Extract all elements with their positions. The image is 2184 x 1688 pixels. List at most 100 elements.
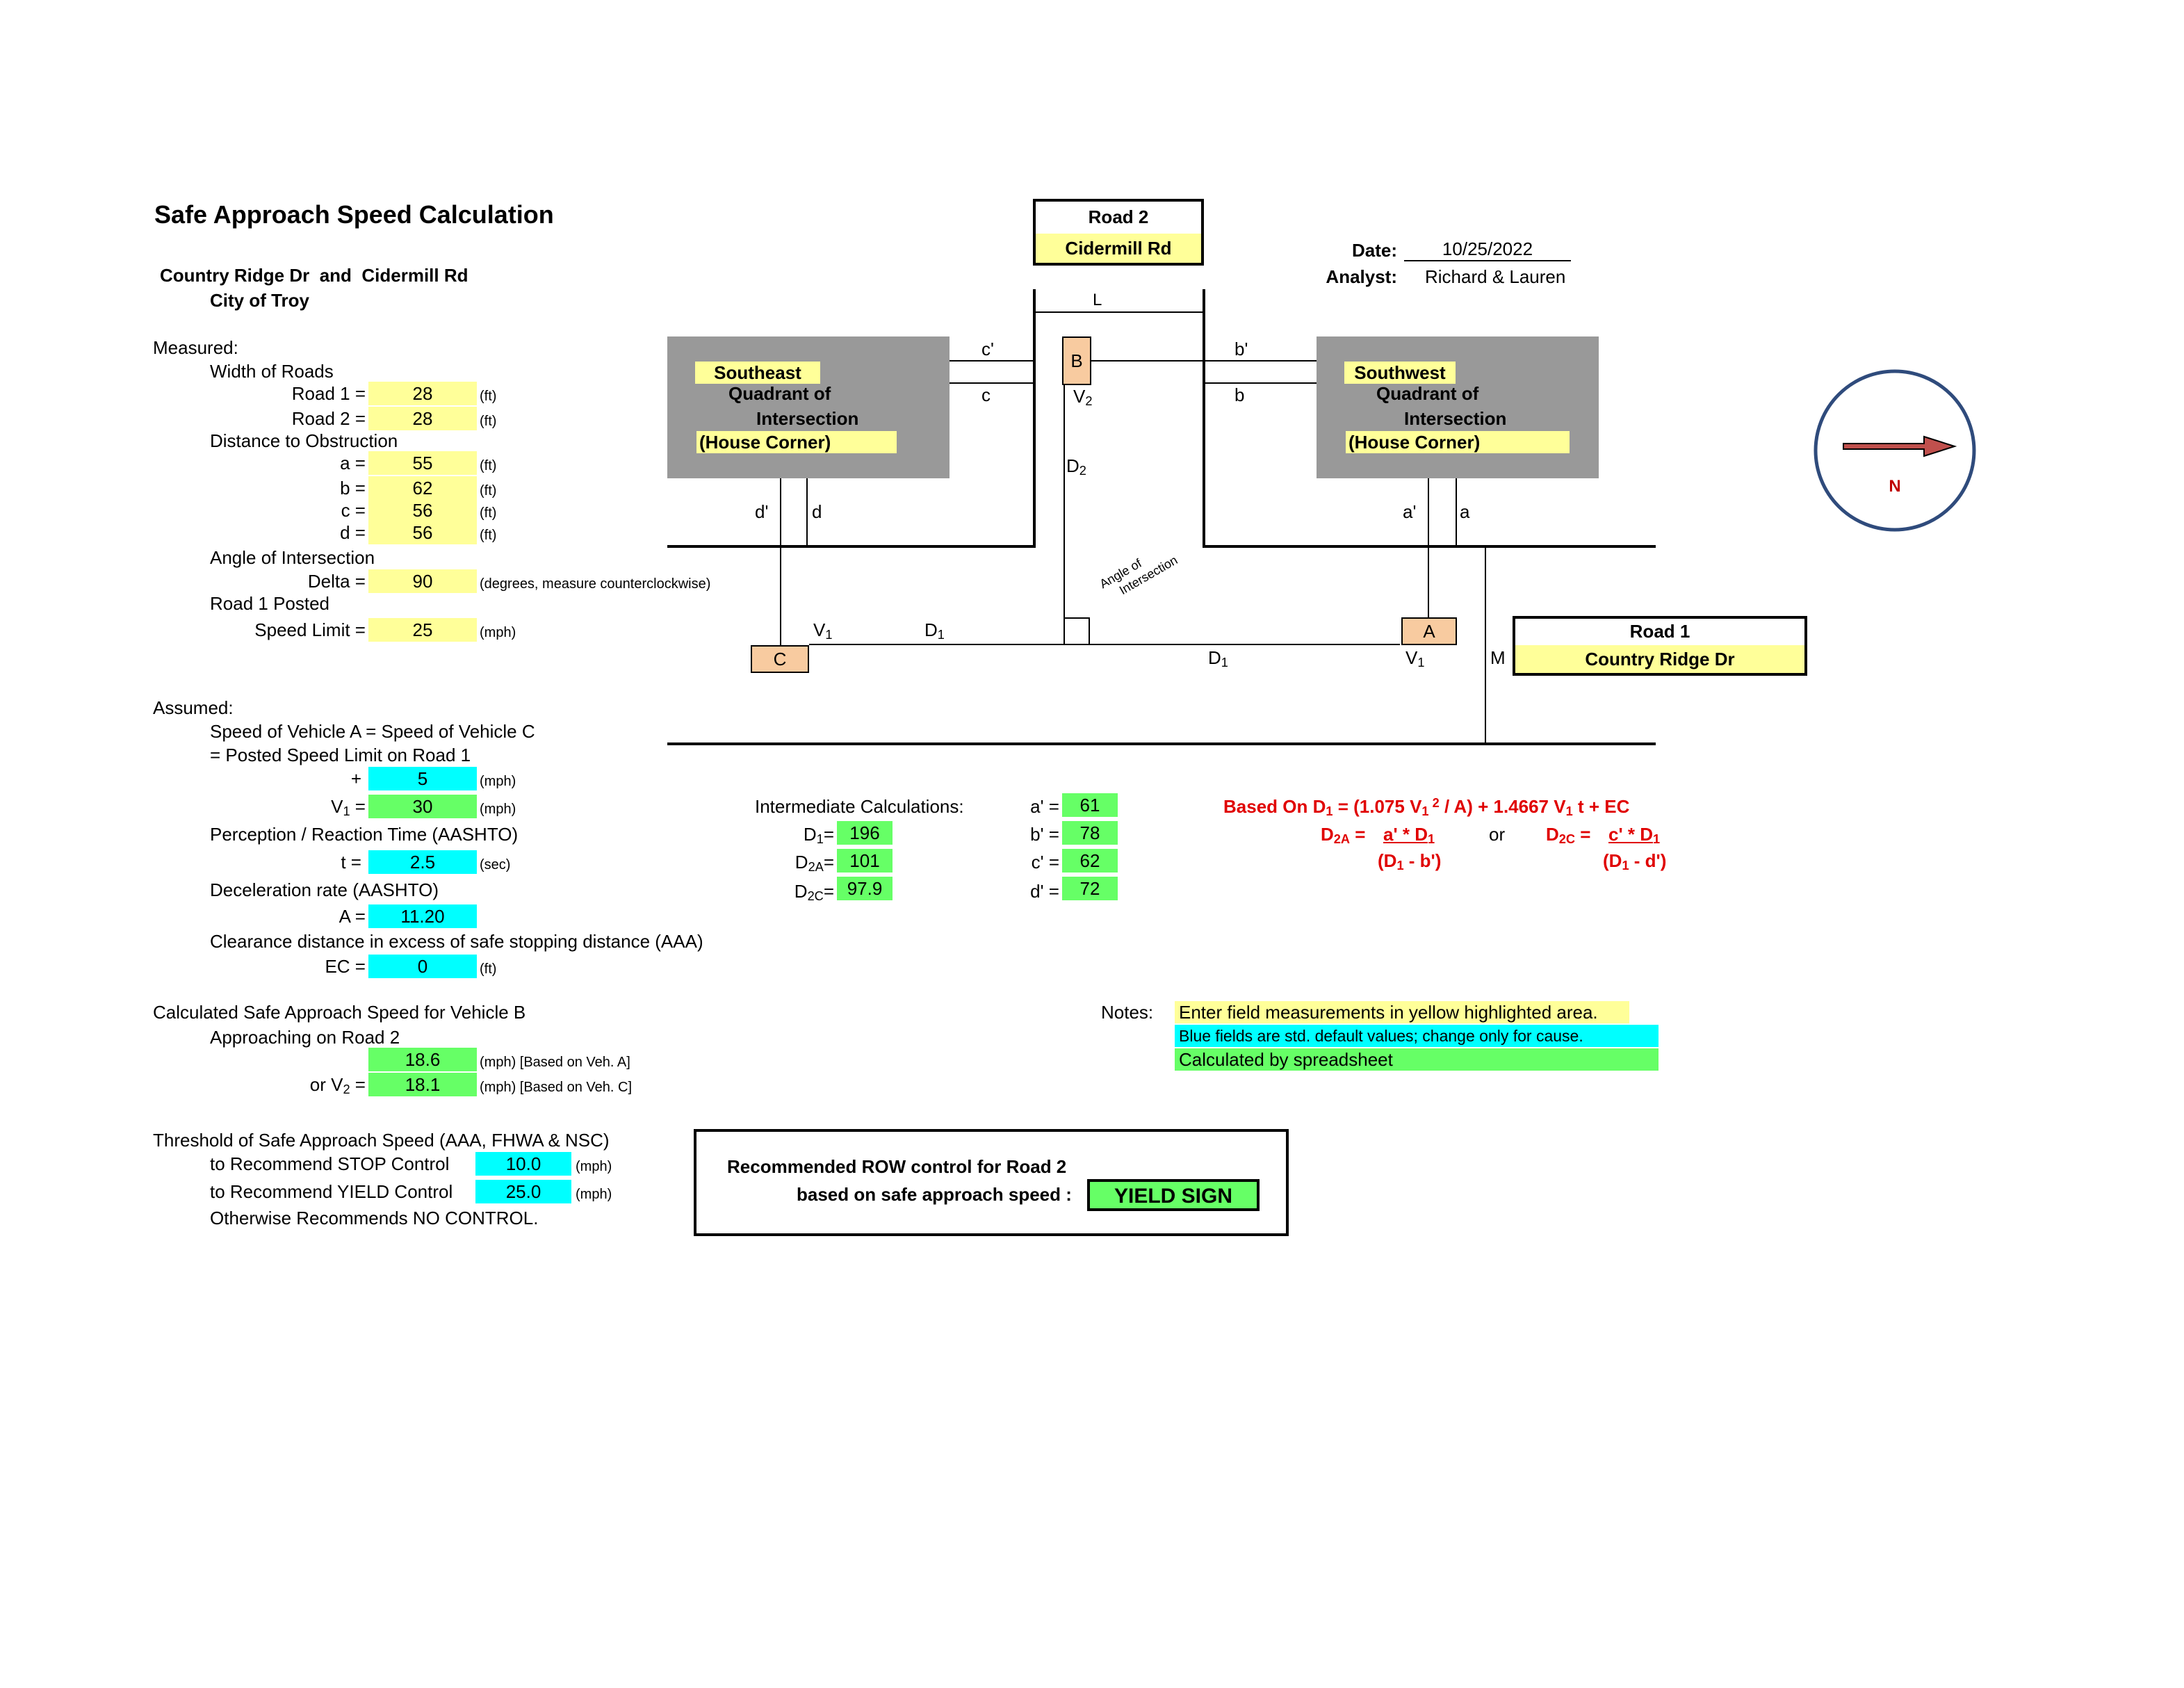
delta-unit: (degrees, measure counterclockwise) bbox=[480, 576, 711, 592]
v2a-unit: (mph) [Based on Veh. A] bbox=[480, 1055, 630, 1070]
calculated-sub: Approaching on Road 2 bbox=[210, 1027, 400, 1048]
road2-width-input[interactable]: 28 bbox=[368, 407, 477, 430]
vehicle-a-sightline bbox=[1428, 545, 1429, 619]
unit-mph: (mph) bbox=[576, 1159, 612, 1174]
ap-value: 61 bbox=[1062, 793, 1118, 817]
note-green: Calculated by spreadsheet bbox=[1175, 1048, 1659, 1071]
label-a: a bbox=[1460, 501, 1470, 522]
unit-ft: (ft) bbox=[480, 528, 497, 543]
dim-bp-line bbox=[1205, 360, 1317, 362]
formula-or: or bbox=[1489, 824, 1506, 845]
t-label: t = bbox=[341, 852, 361, 873]
road1-north-edge-left bbox=[667, 545, 1036, 548]
c-label: c = bbox=[341, 500, 366, 521]
yield-label: to Recommend YIELD Control bbox=[210, 1181, 453, 1202]
ec-label: EC = bbox=[325, 956, 366, 977]
unit-ft: (ft) bbox=[480, 961, 497, 977]
plus-label: + bbox=[350, 768, 361, 789]
label-d2: D2 bbox=[1066, 455, 1086, 478]
city: City of Troy bbox=[210, 290, 310, 311]
v1-value: 30 bbox=[368, 795, 477, 818]
t-input[interactable]: 2.5 bbox=[368, 850, 477, 874]
v2c-label: or V2 = bbox=[309, 1074, 366, 1096]
unit-mph: (mph) bbox=[480, 802, 516, 817]
recommendation-value: YIELD SIGN bbox=[1087, 1179, 1260, 1211]
analyst-value[interactable]: Richard & Lauren bbox=[1425, 266, 1566, 287]
label-d1-c: D1 bbox=[924, 619, 945, 642]
compass-icon bbox=[1814, 369, 1976, 532]
vehicle-b-path bbox=[1064, 381, 1065, 645]
southeast-quadrant: Southeast Quadrant of Intersection (Hous… bbox=[667, 336, 950, 478]
cp-label: c' = bbox=[1031, 852, 1059, 873]
plus-input[interactable]: 5 bbox=[368, 767, 477, 790]
sw-line3: Intersection bbox=[1404, 408, 1507, 429]
otherwise-text: Otherwise Recommends NO CONTROL. bbox=[210, 1208, 539, 1228]
posted-label: Road 1 Posted bbox=[210, 593, 330, 614]
se-line4: (House Corner) bbox=[696, 431, 897, 453]
label-M: M bbox=[1490, 647, 1506, 668]
unit-ft: (ft) bbox=[480, 458, 497, 473]
angle-of-intersection-text: Angle of Intersection bbox=[1097, 553, 1180, 598]
formula-d2a-label: D2A = bbox=[1321, 824, 1366, 846]
dp-label: d' = bbox=[1030, 881, 1059, 902]
road2-label-box: Road 2 Cidermill Rd bbox=[1033, 199, 1204, 266]
road2-west-edge bbox=[1033, 289, 1036, 546]
b-input[interactable]: 62 bbox=[368, 476, 477, 500]
yield-threshold-input[interactable]: 25.0 bbox=[475, 1180, 571, 1203]
d-input[interactable]: 56 bbox=[368, 521, 477, 544]
angle-label: Angle of Intersection bbox=[210, 547, 375, 568]
dim-ap-line bbox=[1428, 478, 1429, 545]
right-angle-side bbox=[1089, 617, 1090, 645]
label-d1-a: D1 bbox=[1208, 647, 1228, 669]
label-bp: b' bbox=[1234, 339, 1248, 359]
sw-line4: (House Corner) bbox=[1346, 431, 1570, 453]
unit-sec: (sec) bbox=[480, 857, 511, 873]
road1-north-edge-right bbox=[1203, 545, 1656, 548]
d2a-label: D2A= bbox=[794, 852, 834, 874]
A-label: A = bbox=[339, 906, 366, 927]
bp-value: 78 bbox=[1062, 821, 1118, 845]
dp-value: 72 bbox=[1062, 877, 1118, 900]
sw-title: Southwest bbox=[1344, 362, 1456, 384]
b-label: b = bbox=[340, 478, 366, 498]
formula-d2a-numerator: a' * D1 bbox=[1383, 824, 1435, 846]
d1-value: 196 bbox=[837, 821, 893, 845]
label-ap: a' bbox=[1403, 501, 1417, 522]
road2-east-edge bbox=[1203, 289, 1205, 546]
stop-label: to Recommend STOP Control bbox=[210, 1153, 450, 1174]
stop-threshold-input[interactable]: 10.0 bbox=[475, 1152, 571, 1176]
a-input[interactable]: 55 bbox=[368, 451, 477, 475]
unit-mph: (mph) bbox=[576, 1187, 612, 1202]
c-input[interactable]: 56 bbox=[368, 498, 477, 522]
assumed-line1: Speed of Vehicle A = Speed of Vehicle C bbox=[210, 721, 535, 742]
note-blue: Blue fields are std. default values; cha… bbox=[1175, 1025, 1659, 1047]
delta-input[interactable]: 90 bbox=[368, 569, 477, 593]
speed-limit-input[interactable]: 25 bbox=[368, 618, 477, 642]
dim-cp-line bbox=[950, 360, 1033, 362]
unit-mph: (mph) bbox=[480, 774, 516, 789]
sightline-b bbox=[1091, 360, 1205, 362]
date-value[interactable]: 10/25/2022 bbox=[1404, 238, 1571, 261]
road1-title: Road 1 bbox=[1629, 621, 1690, 642]
right-angle-top bbox=[1064, 617, 1090, 619]
unit-ft: (ft) bbox=[480, 389, 497, 404]
dim-c-line bbox=[950, 382, 1033, 384]
unit-mph: (mph) bbox=[480, 625, 516, 640]
road2-title: Road 2 bbox=[1088, 206, 1149, 227]
north-arrow-icon bbox=[1843, 435, 1957, 457]
prt-label: Perception / Reaction Time (AASHTO) bbox=[210, 824, 519, 845]
label-cp: c' bbox=[981, 339, 994, 359]
ec-input[interactable]: 0 bbox=[368, 955, 477, 978]
a-label: a = bbox=[340, 453, 366, 473]
analyst-label: Analyst: bbox=[1326, 266, 1397, 287]
decel-label: Deceleration rate (AASHTO) bbox=[210, 879, 439, 900]
label-b: b bbox=[1234, 384, 1245, 405]
d2c-value: 97.9 bbox=[837, 877, 893, 900]
formula-d2c-numerator: c' * D1 bbox=[1608, 824, 1661, 846]
d1-label: D1= bbox=[803, 824, 834, 846]
road1-width-input[interactable]: 28 bbox=[368, 382, 477, 405]
notes-label: Notes: bbox=[1101, 1002, 1154, 1023]
A-input[interactable]: 11.20 bbox=[368, 904, 477, 928]
label-d: d bbox=[812, 501, 822, 522]
formula-d2c-denominator: (D1 - d') bbox=[1603, 850, 1667, 873]
